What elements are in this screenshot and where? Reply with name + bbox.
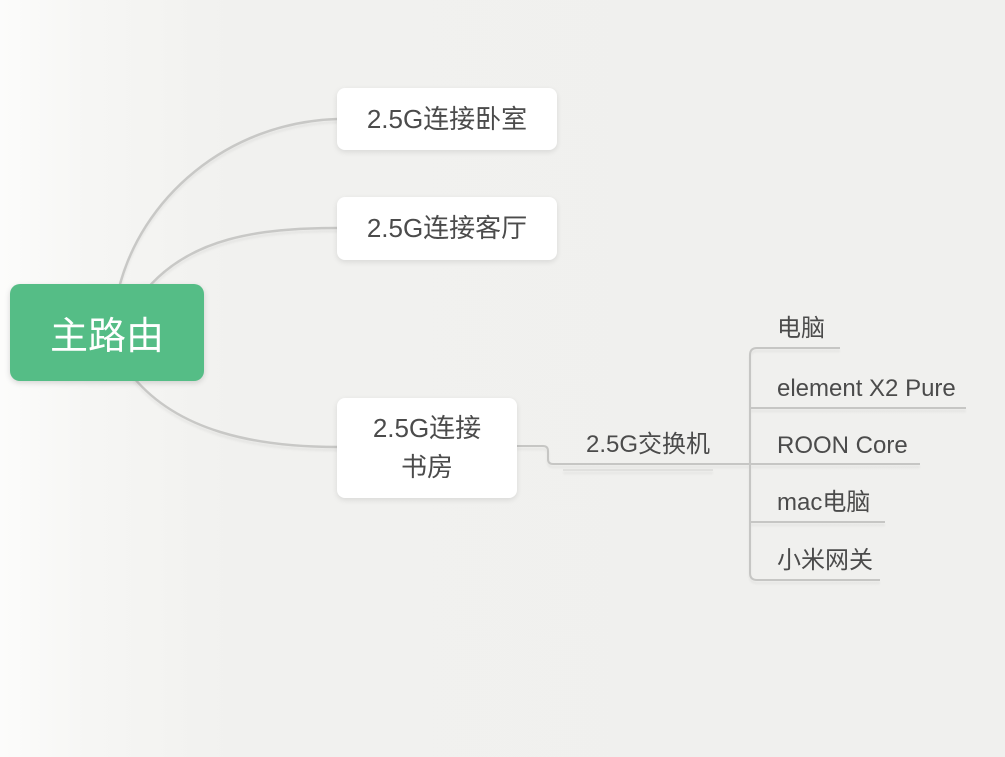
node-device-pc[interactable]: 电脑 [777,312,825,346]
branch-curve-bedroom [116,117,339,293]
node-device-roon-core[interactable]: ROON Core [777,429,908,463]
branch-curve-livingroom [145,226,339,291]
branch-curve-study [133,377,339,449]
node-study-link[interactable]: 2.5G连接书房 [337,398,517,498]
node-main-router-label: 主路由 [49,316,164,358]
node-device-xiaomi-gateway[interactable]: 小米网关 [777,544,873,578]
connector-study-to-switch [517,445,920,465]
node-switch[interactable]: 2.5G交换机 [548,428,748,462]
node-study-link-label: 2.5G连接书房 [372,413,482,482]
node-device-roon-core-label: ROON Core [777,432,908,459]
node-main-router[interactable]: 主路由 [10,284,204,381]
node-bedroom-link[interactable]: 2.5G连接卧室 [337,88,557,150]
node-bedroom-link-label: 2.5G连接卧室 [366,103,528,134]
node-switch-label: 2.5G交换机 [585,431,711,458]
node-livingroom-link-label: 2.5G连接客厅 [366,213,528,243]
node-device-element-x2-pure-label: element X2 Pure [777,375,956,402]
node-device-element-x2-pure[interactable]: element X2 Pure [777,372,956,406]
node-livingroom-link[interactable]: 2.5G连接客厅 [337,197,557,260]
node-device-pc-label: 电脑 [777,315,825,342]
node-device-mac-label: mac电脑 [777,489,871,516]
node-device-xiaomi-gateway-label: 小米网关 [777,547,873,574]
node-device-mac[interactable]: mac电脑 [777,486,870,520]
device-tree-spine [749,347,880,581]
